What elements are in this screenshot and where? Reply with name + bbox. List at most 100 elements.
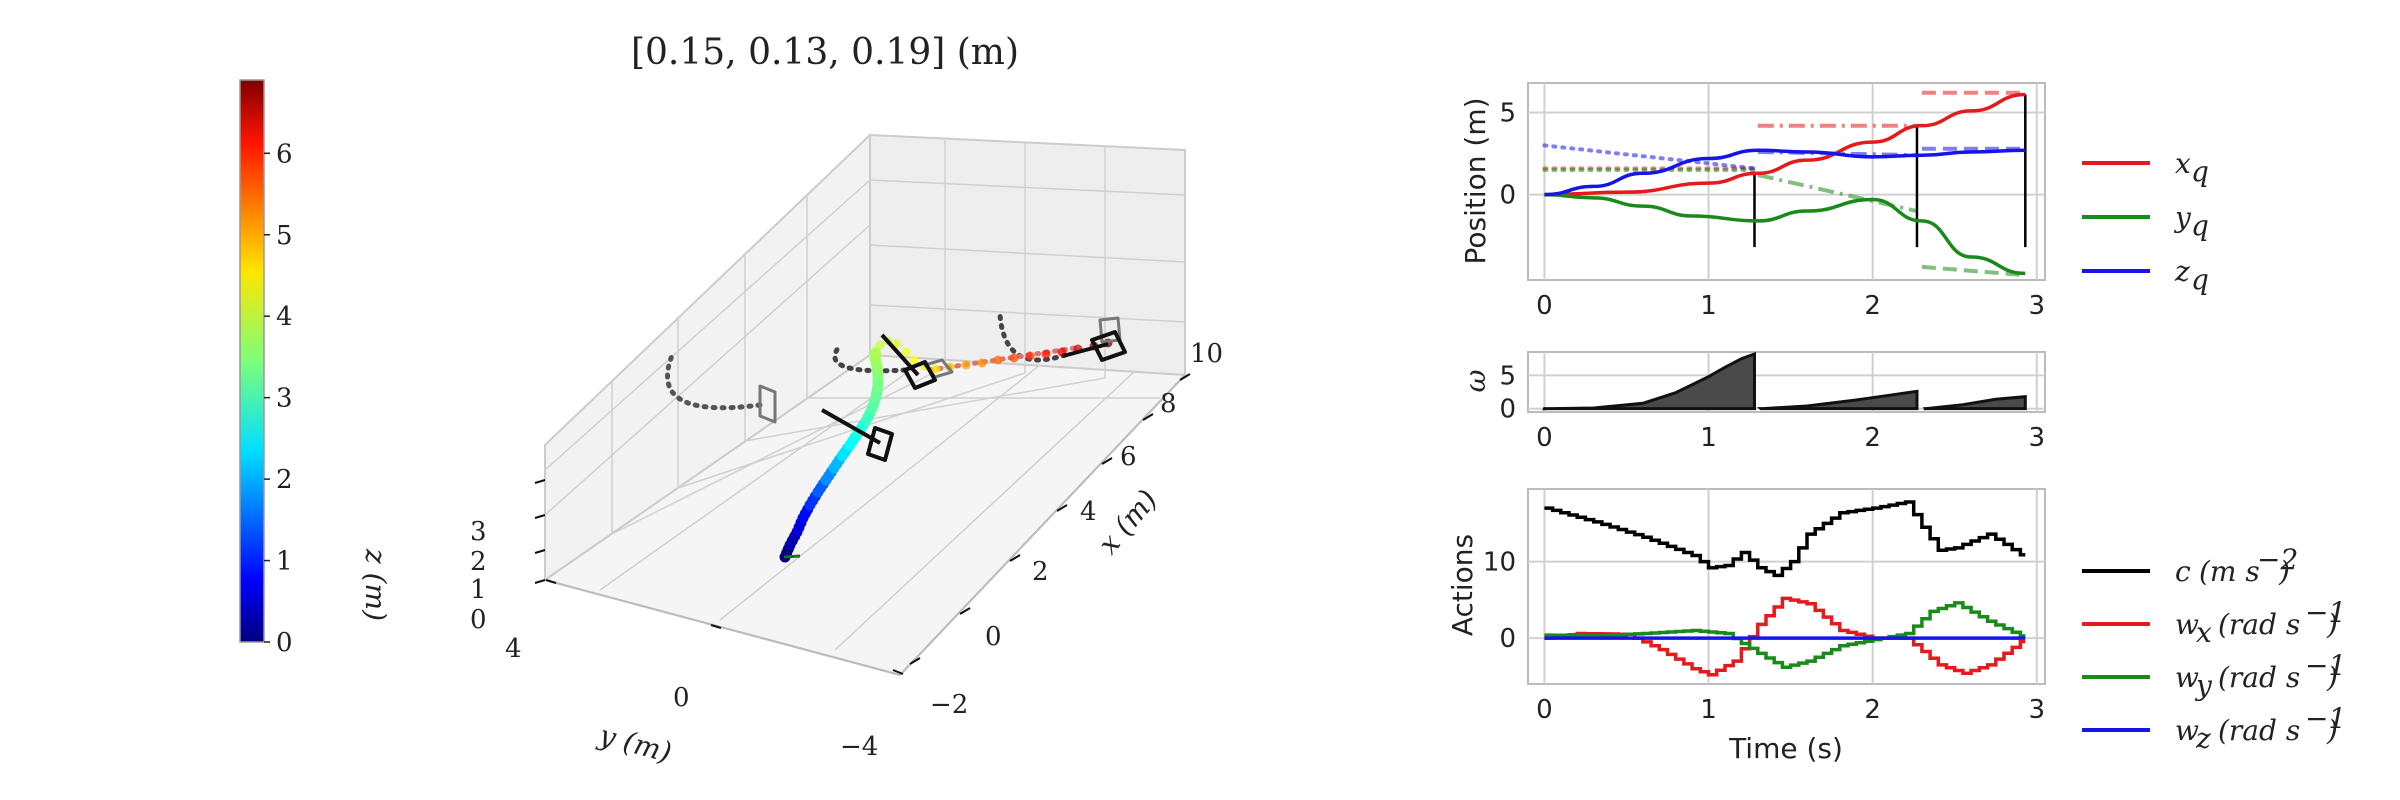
trajectory-point [1009,353,1019,363]
legend-label: y [2173,201,2192,234]
y-tick-m4: −4 [840,732,878,762]
actions-series [1544,500,2026,677]
series-line-x_q [1544,92,2026,197]
z-tick-3: 3 [470,517,487,547]
trajectory-point [1041,349,1051,359]
legend-subscript: q [2191,263,2209,296]
3d-grid [544,140,1186,651]
colorbar-tick-label: 3 [276,384,293,414]
legend-label: w [2175,714,2199,747]
legend-label: w [2175,661,2199,694]
legend-exponent: −1 [2305,702,2346,735]
colorbar-label: z (m) [359,548,392,621]
position-markers [1753,94,2027,248]
z-tick-1: 1 [470,575,487,605]
trajectory-point [977,358,987,368]
actions-legend: c(m s−2)wx(rad s−1)wy(rad s−1)wz(rad s−1… [2082,543,2346,755]
reference-dotted-z_q [1542,143,1757,171]
omega-area-segment [1923,395,2027,411]
gate-arc-2 [832,345,908,374]
x-tick-label: 3 [2029,291,2046,321]
x-tick-label: 0 [1536,291,1553,321]
x-tick-label: 1 [1700,423,1717,453]
x-tick-label: 1 [1700,695,1717,725]
3d-gates [758,316,1127,462]
actions-axes-frame [1527,488,2046,685]
omega-area-segment [1756,389,1919,411]
3d-y-tick-labels: 4 0 −4 [505,634,878,762]
colorbar-gradient [239,79,265,643]
gate-2-frame [903,360,937,390]
gate-1 [758,384,894,462]
3d-trajectory-points [779,336,1113,563]
trajectory-point [1025,351,1035,361]
position-series [1544,92,2026,276]
trajectory-point [993,355,1003,365]
y-tick-label: 10 [1483,548,1516,578]
x-tick-label: 0 [1536,695,1553,725]
gate-arc-3b [927,345,1078,373]
legend-label: x [2175,147,2191,180]
y-tick-label: 0 [1499,624,1516,654]
gate-arc-1 [665,350,763,411]
x-tick-8: 8 [1160,389,1177,419]
x-tick-label: 3 [2029,695,2046,725]
3d-x-tick-labels: −2 0 2 4 6 8 10 [930,339,1223,720]
3d-back-pane [869,133,1186,377]
x-tick-label: 1 [1700,291,1717,321]
legend-unit: (rad s [2218,661,2300,694]
action-series-line [1544,601,2026,669]
omega-area-segment [1542,351,1756,411]
colorbar-tick-label: 5 [276,221,293,251]
trajectory-start-heading [783,554,801,559]
legend-subscript: q [2191,155,2209,188]
3d-z-tick-labels: 3 2 1 0 [470,517,487,635]
legend-close-paren: ) [2326,714,2338,747]
x-tick-0: 0 [985,622,1002,652]
z-tick-2: 2 [470,547,487,577]
legend-unit: (rad s [2218,608,2300,641]
legend-label: w [2175,608,2199,641]
colorbar-tick-label: 2 [276,465,293,495]
trajectory-point [875,340,885,350]
actions-xlabel: Time (s) [1728,732,1843,765]
x-tick-label: 2 [1864,423,1881,453]
reference-dashdot-z_q [1757,149,1918,158]
legend-unit: (rad s [2218,714,2300,747]
y-tick-label: 0 [1499,181,1516,211]
x-tick-label: 2 [1864,291,1881,321]
legend-exponent: −2 [2257,543,2298,576]
3d-trajectory-panel: [0.15, 0.13, 0.19] (m) [470,32,1223,769]
series-line-y_q [1544,192,2026,276]
x-tick-4: 4 [1080,497,1097,527]
legend-close-paren: ) [2326,608,2338,641]
x-tick-m2: −2 [930,690,968,720]
x-tick-label: 3 [2029,423,2046,453]
legend-label: z [2174,255,2190,288]
gate-2 [880,333,954,390]
3d-gate-arcs [665,312,1078,411]
x-tick-6: 6 [1120,442,1137,472]
gate-1-ghost [758,384,777,424]
x-tick-2: 2 [1032,557,1049,587]
omega-ylabel: ω [1459,369,1492,392]
legend-close-paren: ) [2326,661,2338,694]
colorbar-tick-label: 6 [276,139,293,169]
x-tick-10: 10 [1190,339,1223,369]
gate-3-frame [1090,330,1127,362]
trajectory-point [901,347,911,357]
gate-1-pole [821,408,881,445]
legend-subscript: x [2196,616,2212,649]
omega-axes-frame [1527,351,2046,413]
gate-3 [1062,316,1127,362]
legend-subscript: y [2194,669,2213,702]
legend-exponent: −1 [2305,596,2346,629]
colorbar-tick-label: 4 [276,302,293,332]
gate-1-frame [866,426,894,462]
